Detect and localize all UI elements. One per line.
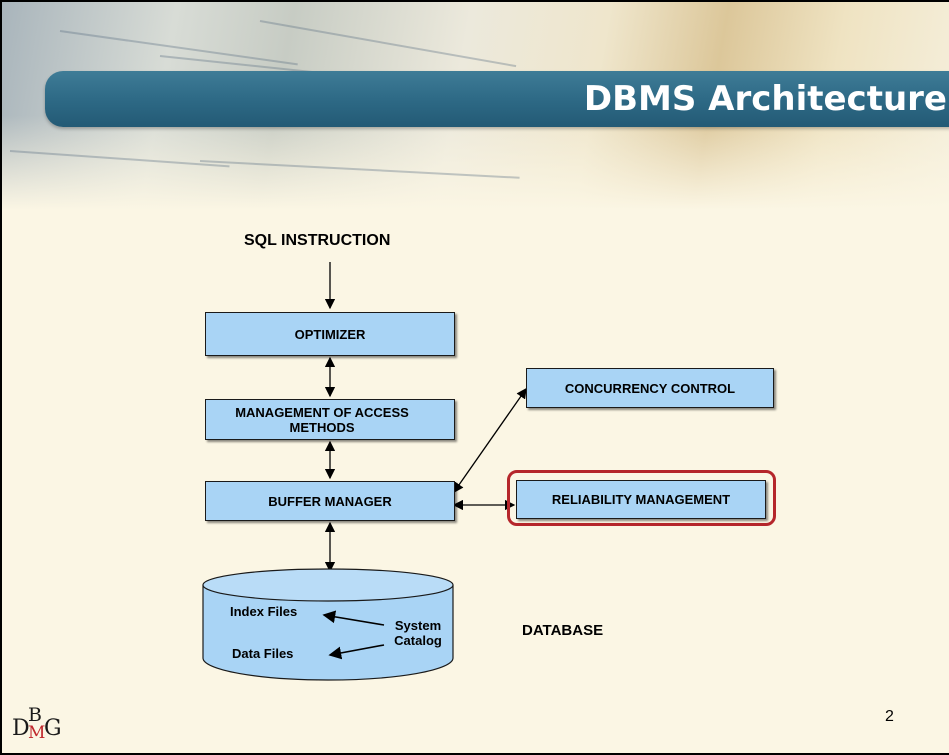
reliability-management-box: RELIABILITY MANAGEMENT [516,480,766,519]
concurrency-control-box: CONCURRENCY CONTROL [526,368,774,408]
index-files-label: Index Files [230,604,298,619]
access-methods-box: MANAGEMENT OF ACCESS METHODS [205,399,455,440]
system-catalog-label: System Catalog [394,618,442,648]
sql-instruction-label: SQL INSTRUCTION [244,232,391,249]
reliability-highlight [507,470,776,526]
page-number: 2 [885,708,894,725]
database-label: DATABASE [522,622,604,639]
arrow-catalog-data [328,644,385,660]
buffer-manager-box: BUFFER MANAGER [205,481,455,521]
data-files-label: Data Files [232,646,294,661]
optimizer-box: OPTIMIZER [205,312,455,356]
dbmg-logo: D B M G [12,704,62,743]
arrow-catalog-index [322,610,385,626]
arrow-buffer-concurrency [453,387,527,494]
title-bar: DBMS Architecture [45,71,949,127]
slide-title: DBMS Architecture [583,79,947,119]
database-cylinder [202,568,454,681]
